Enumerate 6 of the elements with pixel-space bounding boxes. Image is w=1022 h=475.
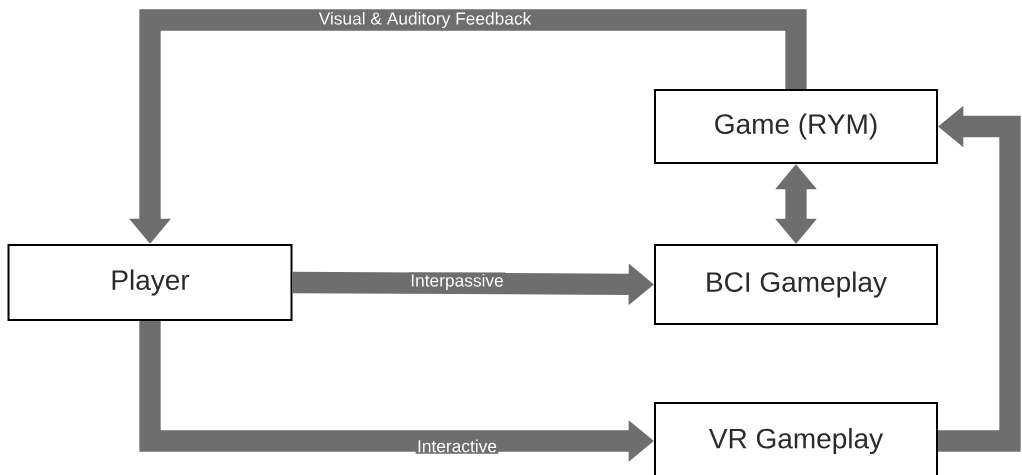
edge-label: Interactive (415, 438, 499, 454)
process-box: VR Gameplay (654, 402, 938, 475)
edge-label: Interpassive (408, 272, 506, 292)
process-box: BCI Gameplay (654, 244, 938, 325)
process-box: Player (7, 244, 293, 321)
process-box: Game (RYM) (654, 89, 938, 164)
